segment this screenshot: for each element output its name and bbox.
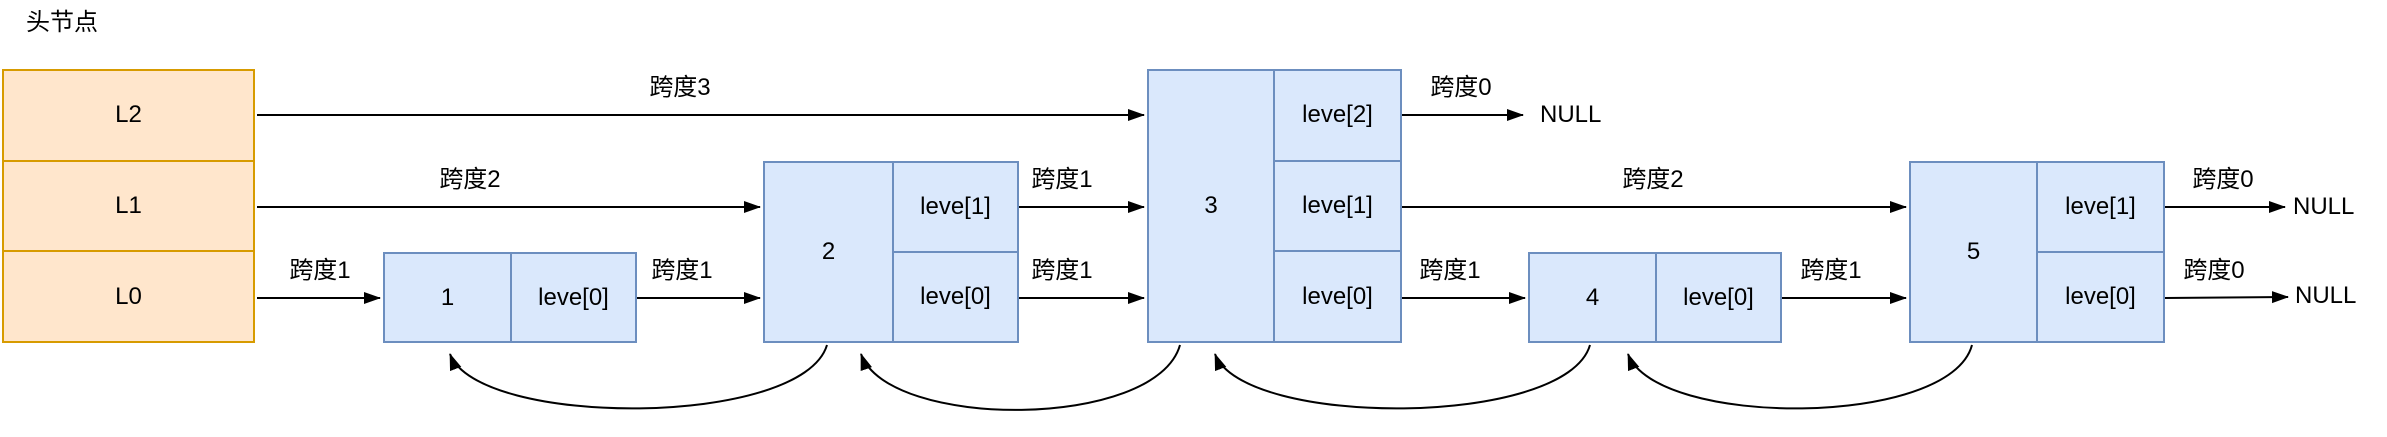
header-level-l1: L1: [4, 159, 253, 251]
null-label-node3-l2: NULL: [1540, 101, 1602, 128]
node-level-cell: leve[1]: [920, 193, 991, 220]
span-label-node3-l0-to-node4: 跨度1: [1419, 257, 1481, 284]
back-arrow-node4-to-node3: [1214, 344, 1591, 410]
node-box-3: 3 leve[2] leve[1] leve[0]: [1147, 69, 1402, 343]
node-level-cell: leve[1]: [1275, 159, 1400, 251]
back-arrow-node3-to-node2: [860, 344, 1181, 411]
node-level-cell: leve[0]: [1275, 250, 1400, 341]
span-label-node5-l1-to-null: 跨度0: [2192, 166, 2254, 193]
node-box-4: 4 leve[0]: [1528, 252, 1782, 343]
node-level-cell: leve[0]: [894, 251, 1017, 341]
span-label-node2-l0-to-node3: 跨度1: [1031, 257, 1093, 284]
node-value: 1: [385, 254, 512, 341]
node-box-5: 5 leve[1] leve[0]: [1909, 161, 2165, 343]
node-level-cell: leve[0]: [1683, 283, 1754, 311]
span-label-node3-l2-to-null: 跨度0: [1430, 74, 1492, 101]
back-arrow-node5-to-node4: [1627, 344, 1973, 410]
span-label-header-l2-to-node3: 跨度3: [649, 74, 711, 101]
node-level-cell: leve[0]: [2038, 251, 2163, 341]
span-label-node3-l1-to-node5: 跨度2: [1622, 166, 1684, 193]
header-level-l2: L2: [115, 101, 142, 129]
span-label-node1-to-node2: 跨度1: [651, 257, 713, 284]
node-box-1: 1 leve[0]: [383, 252, 637, 343]
null-label-node5-l0: NULL: [2295, 282, 2357, 309]
node-box-2: 2 leve[1] leve[0]: [763, 161, 1019, 343]
span-label-node4-to-node5: 跨度1: [1800, 257, 1862, 284]
node-value: 4: [1530, 254, 1657, 341]
span-label-node5-l0-to-null: 跨度0: [2183, 257, 2245, 284]
node-value: 5: [1911, 163, 2038, 341]
node-level-cell: leve[0]: [538, 283, 609, 311]
node-level-cell: leve[2]: [1302, 101, 1373, 129]
node-level-cell: leve[1]: [2065, 193, 2136, 220]
diagram-title: 头节点: [26, 9, 98, 36]
back-arrow-node2-to-node1: [449, 344, 828, 410]
header-level-l0: L0: [4, 250, 253, 341]
span-label-header-l0-to-node1: 跨度1: [289, 257, 351, 284]
null-label-node5-l1: NULL: [2293, 193, 2355, 220]
span-label-header-l1-to-node2: 跨度2: [439, 166, 501, 193]
node-value: 3: [1149, 71, 1275, 341]
span-label-node2-l1-to-node3: 跨度1: [1031, 166, 1093, 193]
header-node-box: L2 L1 L0: [2, 69, 255, 343]
node-value: 2: [765, 163, 894, 341]
arrow-node5-l0-to-null: [2164, 291, 2289, 304]
